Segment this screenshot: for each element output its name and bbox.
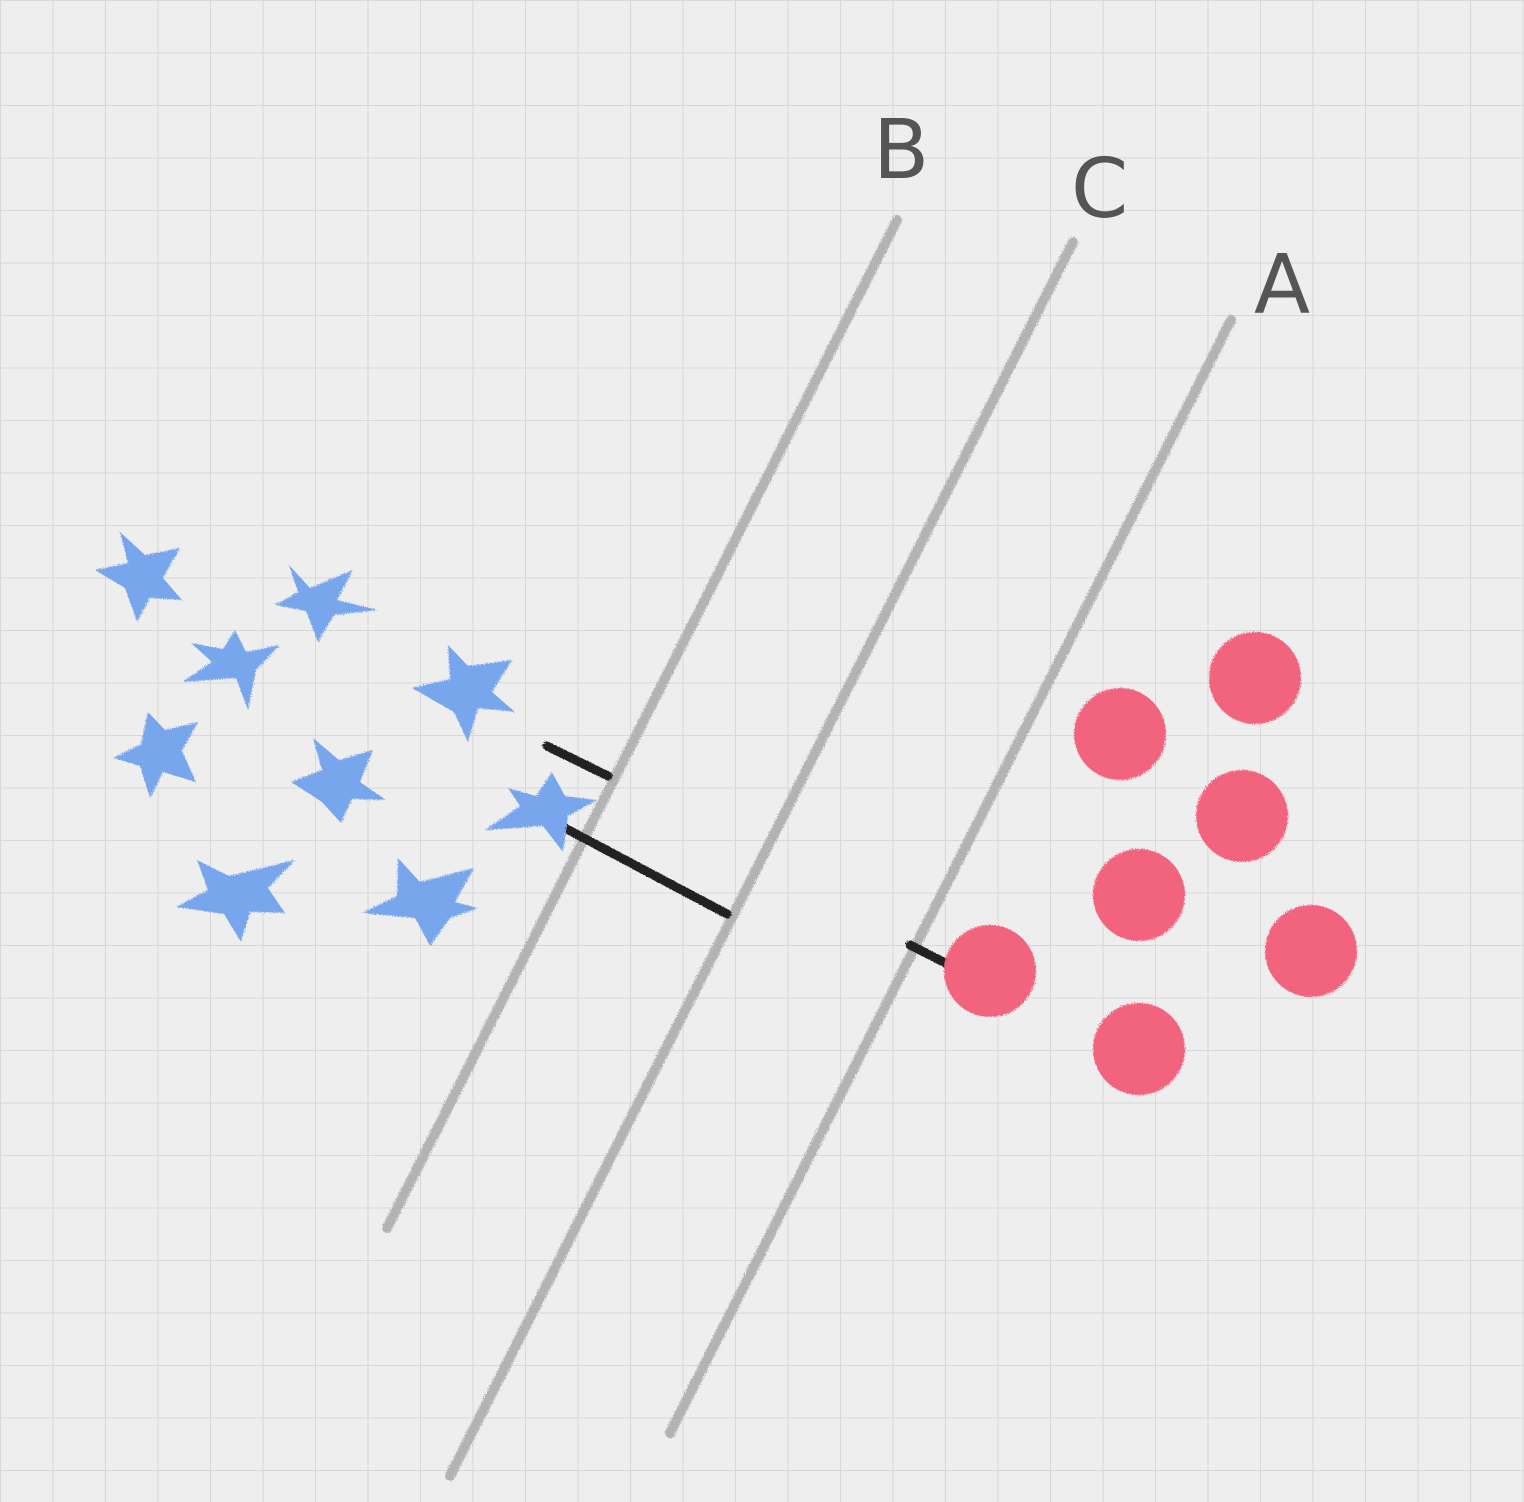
line-c: [445, 237, 1078, 1481]
star-marker: [95, 532, 182, 622]
circle-marker: [1074, 688, 1166, 780]
star-marker: [291, 738, 386, 823]
circle-marker: [1093, 1003, 1185, 1095]
circle-marker: [1265, 905, 1357, 997]
label-c: C: [1071, 142, 1128, 237]
label-a: A: [1254, 238, 1310, 333]
circle-cluster: [944, 632, 1357, 1095]
circle-marker: [1093, 849, 1185, 941]
star-marker: [275, 565, 378, 642]
star-marker: [113, 712, 198, 798]
line-a: [665, 315, 1236, 1438]
star-marker: [412, 645, 515, 742]
margin-line-c: [539, 812, 732, 919]
circle-marker: [1196, 770, 1288, 862]
star-marker: [485, 772, 597, 852]
margin-line-b: [542, 741, 613, 781]
circle-marker: [944, 925, 1036, 1017]
circle-marker: [1209, 632, 1301, 724]
star-cluster: [95, 532, 597, 946]
label-b: B: [873, 103, 929, 198]
star-marker: [176, 860, 295, 942]
star-marker: [182, 630, 280, 710]
line-b: [382, 215, 902, 1233]
star-marker: [362, 858, 478, 946]
